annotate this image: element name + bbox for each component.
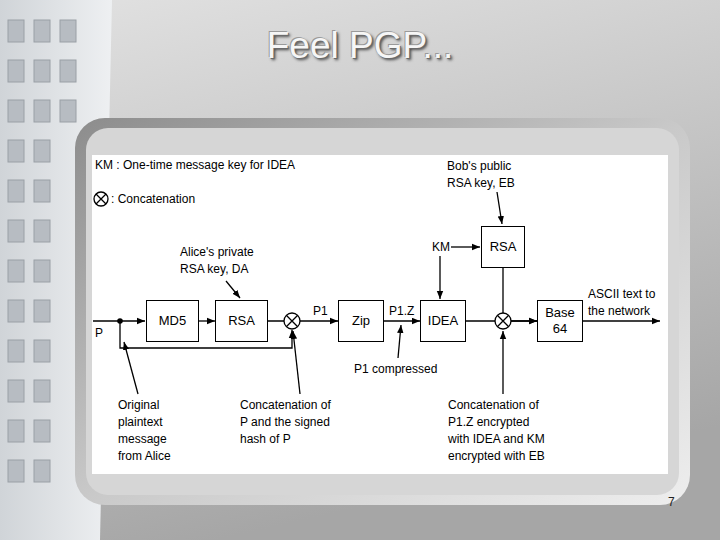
annotation: Concatenation of P and the signed hash o…: [240, 397, 338, 448]
page-number: 7: [668, 494, 675, 511]
diagram-ground: [92, 155, 668, 474]
flow-arrow: [199, 320, 215, 321]
process-box: RSA: [481, 226, 525, 268]
leader-arrow: [398, 325, 401, 358]
key-arrow: [451, 246, 480, 247]
node-text: Base 64: [543, 305, 577, 337]
key-arrow: [497, 192, 502, 224]
process-box: MD5: [146, 300, 199, 342]
process-box: Zip: [338, 300, 384, 342]
output-wire: [583, 320, 660, 321]
node-text-group: RSA: [228, 313, 255, 329]
node-text-group: RSA: [490, 239, 517, 255]
node-text: IDEA: [428, 313, 458, 329]
flow-arrow: [268, 320, 338, 321]
leader-arrow: [124, 342, 138, 394]
leader-arrow: [293, 331, 300, 394]
key-arrow: [226, 281, 240, 298]
edge-label: P1: [312, 304, 329, 318]
panel-inner: [86, 128, 679, 495]
annotation: Concatenation of P1.Z encrypted with IDE…: [448, 397, 554, 465]
node-text: RSA: [490, 239, 517, 255]
leader-arrow: [502, 331, 503, 394]
flow-arrow: [384, 320, 420, 321]
slide-title: Feel PGP...: [0, 24, 720, 68]
node-text-group: MD5: [159, 313, 186, 329]
node-text: MD5: [159, 313, 186, 329]
concatenation-symbol: [495, 313, 511, 329]
node-text: Zip: [352, 313, 370, 329]
process-box: RSA: [215, 300, 268, 342]
process-box: Base 64: [537, 300, 583, 342]
node-text-group: Base 64: [543, 305, 577, 337]
panel: [75, 118, 690, 505]
concatenation-symbol: [284, 313, 300, 329]
key-label: KM: [432, 239, 450, 256]
key-note: : Concatenation: [111, 191, 195, 208]
annotation: P1 compressed: [354, 361, 437, 378]
annotation: Original plaintext message from Alice: [118, 397, 182, 465]
key-label: Alice's private RSA key, DA: [180, 244, 270, 278]
signal-name: P: [95, 325, 103, 342]
process-box: IDEA: [420, 300, 466, 342]
node-text-group: Zip: [352, 313, 370, 329]
node-text: RSA: [228, 313, 255, 329]
concatenation-symbol: [94, 192, 108, 206]
edge-label: P1.Z: [388, 304, 415, 318]
key-arrow: [439, 256, 440, 299]
key-note: KM : One-time message key for IDEA: [95, 157, 295, 174]
split-dot: [117, 318, 123, 324]
flow-arrow: [503, 268, 537, 321]
node-text-group: IDEA: [428, 313, 458, 329]
output-label: ASCII text to the network: [588, 286, 670, 320]
key-label: Bob's public RSA key, EB: [447, 158, 527, 192]
